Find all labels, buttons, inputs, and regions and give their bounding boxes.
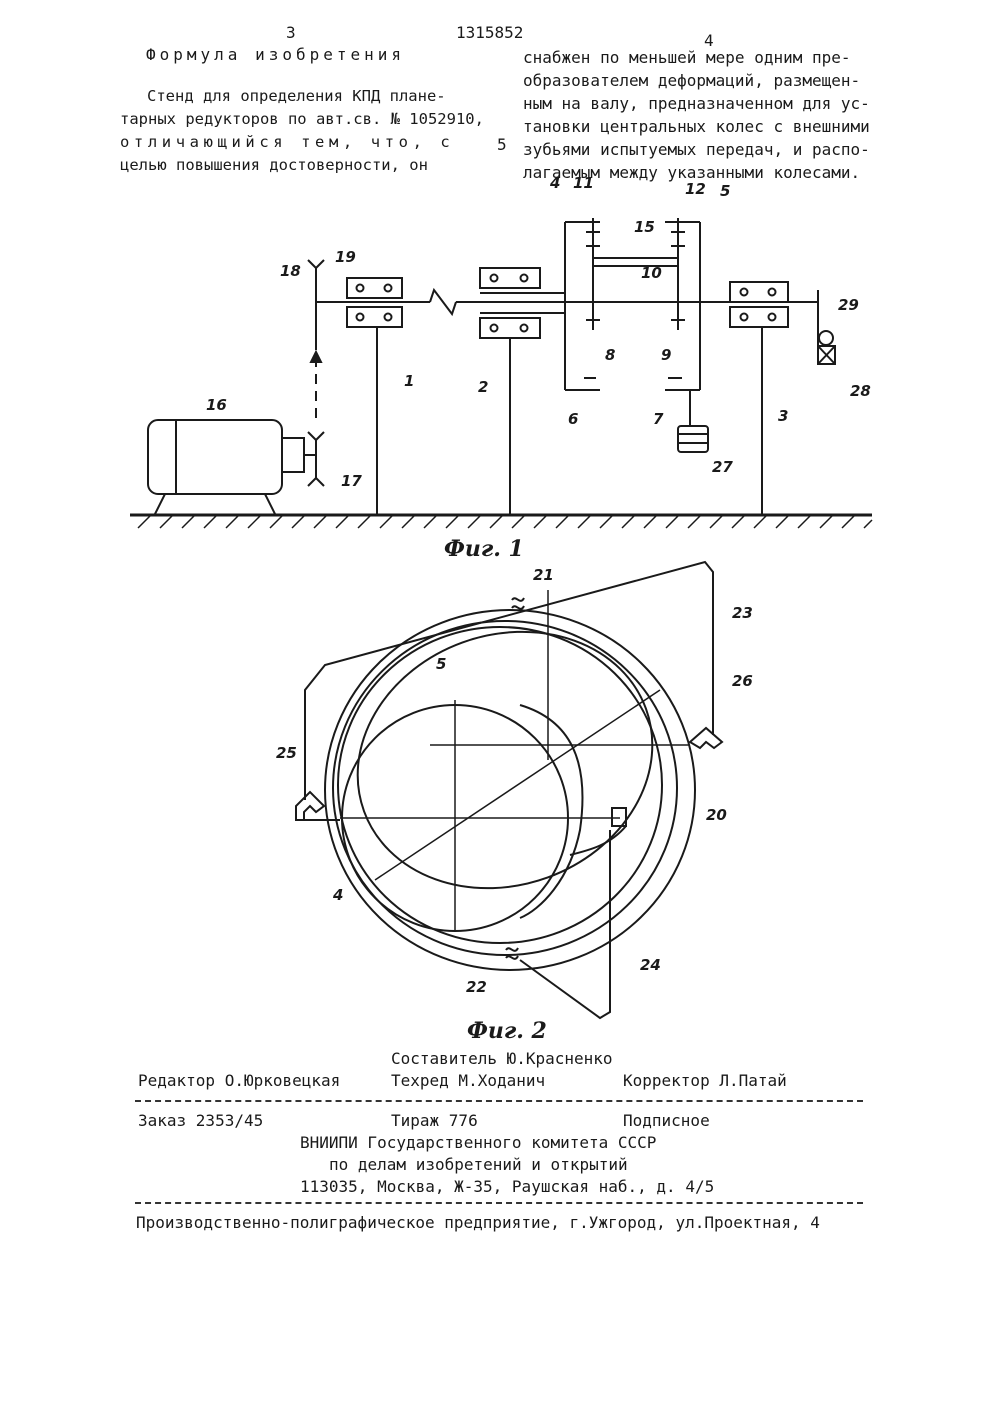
fig2-label-22: 22	[466, 978, 487, 996]
fig2-label-26: 26	[732, 672, 753, 690]
imprint-techred: Техред М.Ходанич	[391, 1070, 545, 1092]
imprint-org-line-1: ВНИИПИ Государственного комитета СССР	[300, 1132, 656, 1154]
figure-2-caption: Фиг. 2	[467, 1018, 547, 1044]
divider-2	[135, 1202, 863, 1204]
imprint-subscription: Подписное	[623, 1110, 710, 1132]
imprint-editor: Редактор О.Юрковецкая	[138, 1070, 340, 1092]
fig2-label-24: 24	[640, 956, 661, 974]
imprint-circulation: Тираж 776	[391, 1110, 478, 1132]
fig2-label-23: 23	[732, 604, 753, 622]
divider-1	[135, 1100, 863, 1102]
imprint-org-line-3: 113035, Москва, Ж-35, Раушская наб., д. …	[300, 1176, 714, 1198]
imprint-org-line-2: по делам изобретений и открытий	[329, 1154, 628, 1176]
fig2-label-5: 5	[436, 655, 446, 673]
figure-2-drawing	[0, 0, 1000, 1040]
imprint-compiler: Составитель Ю.Красненко	[391, 1048, 613, 1070]
fig2-label-25: 25	[276, 744, 297, 762]
imprint-corrector: Корректор Л.Патай	[623, 1070, 787, 1092]
fig2-label-21: 21	[533, 566, 554, 584]
fig2-label-20: 20	[706, 806, 727, 824]
imprint-order: Заказ 2353/45	[138, 1110, 263, 1132]
imprint-printer: Производственно-полиграфическое предприя…	[136, 1212, 820, 1234]
fig2-label-4: 4	[333, 886, 343, 904]
